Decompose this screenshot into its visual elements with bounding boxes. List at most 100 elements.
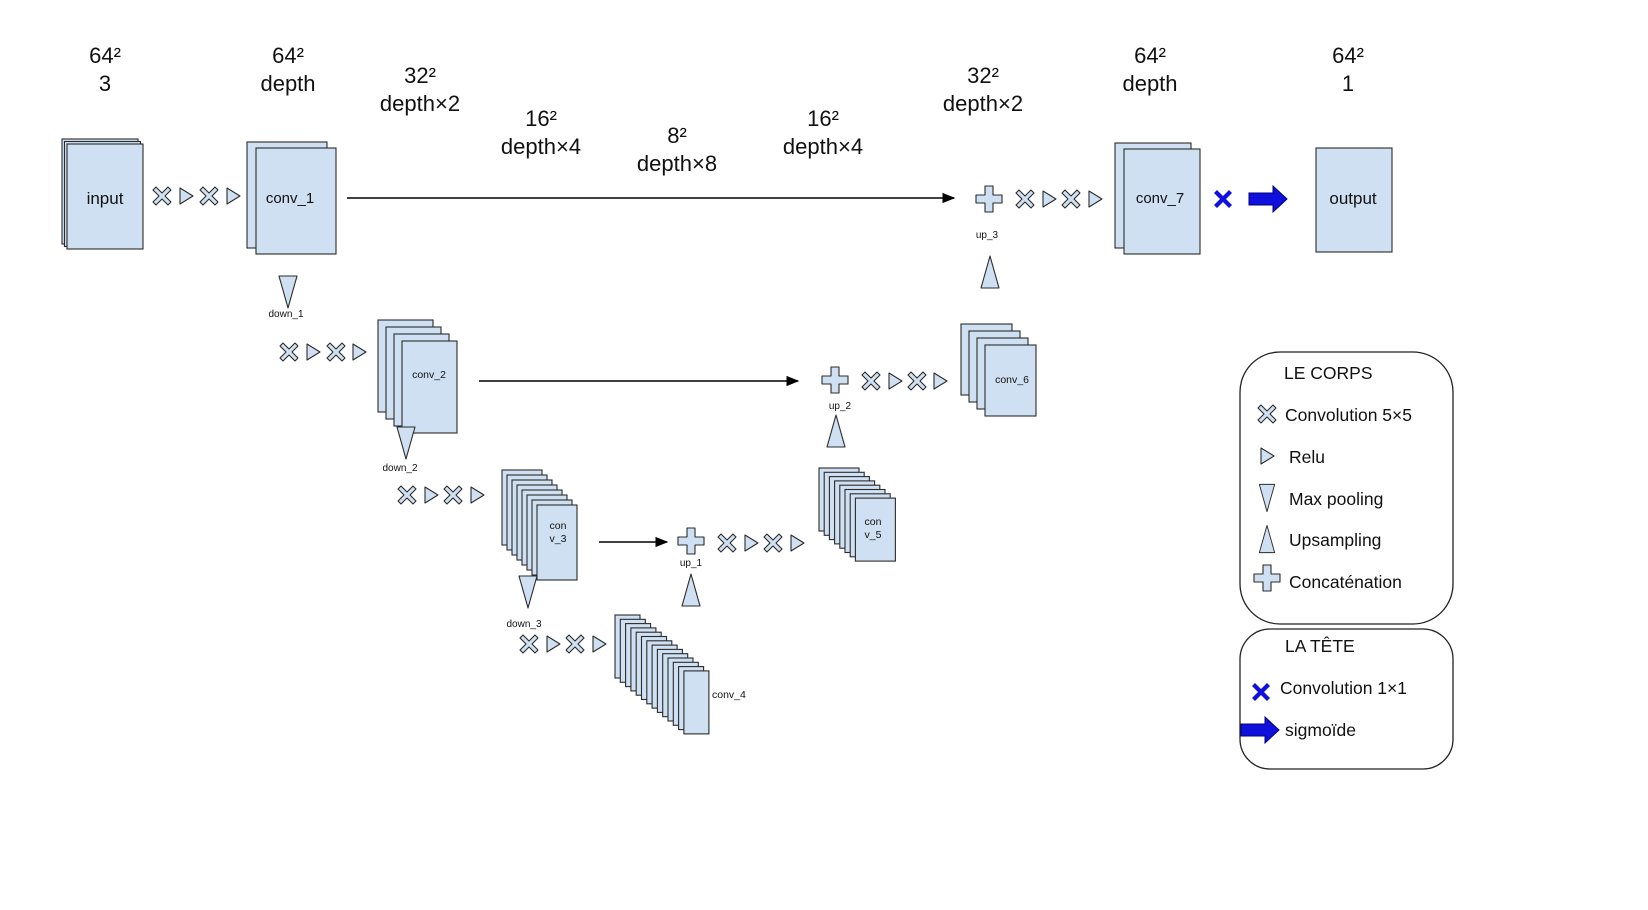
convolution-5x5-icon xyxy=(443,485,463,505)
ops-row-3 xyxy=(397,485,485,505)
legend-item-label: Concaténation xyxy=(1289,572,1402,592)
relu-icon xyxy=(744,534,759,552)
feature-map-sheet xyxy=(854,497,896,562)
dim-size-conv7: 64² xyxy=(1134,43,1166,68)
dim-channels-conv2: depth×2 xyxy=(380,91,460,116)
conv-5-label-b: v_5 xyxy=(865,529,882,541)
dim-channels-conv6: depth×2 xyxy=(943,91,1023,116)
dim-size-conv3: 16² xyxy=(525,106,557,131)
feature-map-sheet xyxy=(683,670,710,735)
dim-channels-conv5: depth×4 xyxy=(783,134,863,159)
convolution-5x5-icon xyxy=(1015,189,1035,209)
concatenation-icon xyxy=(821,366,849,394)
dim-channels-conv4: depth×8 xyxy=(637,151,717,176)
legend-body-frame xyxy=(1239,351,1454,625)
conv-4-block xyxy=(614,614,710,735)
convolution-5x5-icon xyxy=(565,634,585,654)
relu-icon xyxy=(424,486,439,504)
legend-item-label: Relu xyxy=(1289,447,1325,467)
feature-map-sheet xyxy=(984,344,1037,417)
convolution-1x1-icon xyxy=(1214,190,1232,208)
legend-head-frame xyxy=(1239,628,1454,770)
convolution-5x5-icon xyxy=(397,485,417,505)
input-block xyxy=(61,138,144,250)
convolution-5x5-icon xyxy=(152,186,172,206)
legend-head-title: LA TÊTE xyxy=(1285,636,1355,656)
dimension-labels: 64² 3 64² depth 32² depth×2 16² depth×4 … xyxy=(89,43,1364,176)
down-3-label: down_3 xyxy=(506,619,541,630)
dim-channels-conv3: depth×4 xyxy=(501,134,581,159)
legend-item-label: Convolution 1×1 xyxy=(1280,678,1407,698)
legend-item-label: sigmoïde xyxy=(1285,720,1356,740)
input-label: input xyxy=(87,189,124,208)
dim-size-conv1: 64² xyxy=(272,43,304,68)
conv-6-block xyxy=(960,323,1037,417)
legend-item-label: Convolution 5×5 xyxy=(1285,405,1412,425)
relu-icon xyxy=(226,187,241,205)
relu-icon xyxy=(179,187,194,205)
sigmoid-icon xyxy=(1248,185,1288,213)
relu-icon xyxy=(1088,190,1103,208)
feature-map-sheet xyxy=(255,147,337,255)
output-block xyxy=(1315,147,1393,253)
max-pooling-icon xyxy=(518,575,538,609)
convolution-5x5-icon xyxy=(763,533,783,553)
conv-7-label: conv_7 xyxy=(1136,190,1184,207)
ops-row-5 xyxy=(717,533,805,553)
upsampling-icon xyxy=(826,414,846,448)
ops-row-4 xyxy=(519,634,607,654)
relu-icon xyxy=(1042,190,1057,208)
concatenation-icon xyxy=(975,185,1003,213)
convolution-5x5-icon xyxy=(519,634,539,654)
relu-icon xyxy=(470,486,485,504)
dim-size-output: 64² xyxy=(1332,43,1364,68)
legend-body: LE CORPS Convolution 5×5 Relu Max poolin… xyxy=(1239,351,1454,625)
conv-7-block xyxy=(1114,142,1201,255)
relu-icon xyxy=(888,372,903,390)
dim-size-input: 64² xyxy=(89,43,121,68)
up-1-label: up_1 xyxy=(680,558,703,569)
legend-item-label: Upsampling xyxy=(1289,530,1381,550)
dim-channels-output: 1 xyxy=(1342,71,1354,96)
convolution-5x5-icon xyxy=(861,371,881,391)
dim-channels-input: 3 xyxy=(99,71,111,96)
convolution-5x5-icon xyxy=(199,186,219,206)
conv-2-block xyxy=(377,319,458,434)
feature-map-sheet xyxy=(1123,148,1201,255)
relu-icon xyxy=(352,343,367,361)
legend-head: LA TÊTE Convolution 1×1 sigmoïde xyxy=(1239,628,1454,770)
dim-channels-conv7: depth xyxy=(1122,71,1177,96)
convolution-5x5-icon xyxy=(907,371,927,391)
conv-5-label-a: con xyxy=(865,516,882,528)
relu-icon xyxy=(790,534,805,552)
convolution-5x5-icon xyxy=(717,533,737,553)
feature-map-sheet xyxy=(536,504,578,581)
conv-2-label: conv_2 xyxy=(412,369,446,381)
output-label: output xyxy=(1329,189,1377,208)
relu-icon xyxy=(592,635,607,653)
relu-icon xyxy=(306,343,321,361)
relu-icon xyxy=(933,372,948,390)
relu-icon xyxy=(546,635,561,653)
conv-3-block xyxy=(501,469,578,581)
upsampling-icon xyxy=(980,255,1000,289)
max-pooling-icon xyxy=(396,426,416,460)
up-2-label: up_2 xyxy=(829,401,852,412)
convolution-5x5-icon xyxy=(326,342,346,362)
conv-3-label-a: con xyxy=(550,520,567,532)
conv-1-label: conv_1 xyxy=(266,190,314,207)
dim-size-conv2: 32² xyxy=(404,63,436,88)
convolution-5x5-icon xyxy=(1061,189,1081,209)
dim-channels-conv1: depth xyxy=(260,71,315,96)
ops-row-1 xyxy=(152,186,241,206)
upsampling-icon xyxy=(681,573,701,607)
legend-body-title: LE CORPS xyxy=(1284,363,1373,383)
up-3-label: up_3 xyxy=(976,230,999,241)
ops-row-2 xyxy=(279,342,367,362)
conv-5-block xyxy=(818,467,896,562)
conv-3-label-b: v_3 xyxy=(550,533,567,545)
concatenation-icon xyxy=(677,527,705,555)
ops-row-7 xyxy=(1015,189,1103,209)
conv-6-label: conv_6 xyxy=(995,374,1029,386)
